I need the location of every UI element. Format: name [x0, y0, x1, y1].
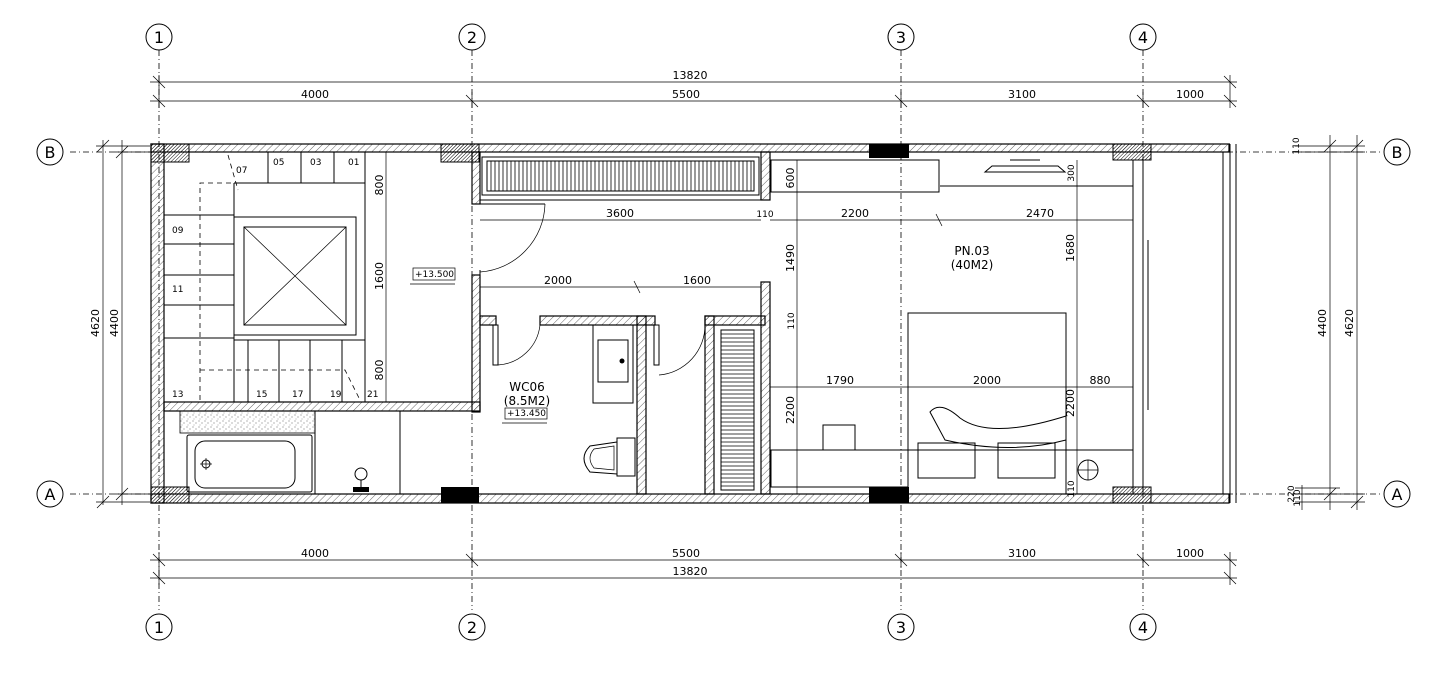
svg-text:A: A: [45, 485, 56, 504]
svg-text:1000: 1000: [1176, 88, 1204, 101]
bottom-dimension-segments: 4000 5500 3100 1000: [150, 547, 1237, 585]
grid-bubble-1-bottom: 1: [145, 613, 173, 641]
grid-bubble-2-top: 2: [458, 23, 486, 51]
svg-text:13: 13: [172, 390, 183, 400]
svg-text:300: 300: [1067, 164, 1077, 181]
svg-text:800: 800: [373, 360, 386, 381]
svg-text:A: A: [1392, 485, 1403, 504]
svg-text:1790: 1790: [826, 374, 854, 387]
svg-text:600: 600: [784, 168, 797, 189]
bathtub-area: [179, 410, 401, 494]
svg-text:4: 4: [1138, 618, 1148, 637]
staircase: 05 03 01 07 09 11 13 15 17 19 21 800 160…: [164, 152, 456, 402]
structural-columns: [150, 143, 1152, 504]
interior-walls: [163, 151, 771, 495]
exterior-walls: [150, 143, 1237, 504]
svg-text:1680: 1680: [1064, 234, 1077, 262]
grid-bubble-1-top: 1: [145, 23, 173, 51]
svg-text:2000: 2000: [973, 374, 1001, 387]
left-dimensions: 4620 4400: [89, 139, 150, 509]
grid-bubble-a-right: A: [1383, 480, 1411, 508]
svg-text:21: 21: [367, 390, 378, 400]
svg-text:03: 03: [310, 158, 321, 168]
svg-text:2000: 2000: [544, 274, 572, 287]
svg-text:1490: 1490: [784, 244, 797, 272]
svg-text:1: 1: [154, 28, 164, 47]
grid-bubble-2-bottom: 2: [458, 613, 486, 641]
svg-text:07: 07: [236, 166, 247, 176]
shower-head-icon: [353, 467, 369, 492]
svg-text:800: 800: [373, 175, 386, 196]
bottom-dimension-total: 13820: [150, 565, 1237, 585]
svg-text:B: B: [1392, 143, 1403, 162]
svg-text:19: 19: [330, 390, 342, 400]
svg-text:2: 2: [467, 618, 477, 637]
svg-text:11: 11: [172, 285, 183, 295]
bedroom: 2200 2470 600 1490 110 2200 300 1680 220…: [770, 159, 1149, 498]
svg-text:(40M2): (40M2): [951, 258, 994, 272]
wc-room: WC06 (8.5M2) +13.450: [492, 324, 706, 477]
grid-bubble-a-left: A: [36, 480, 64, 508]
svg-text:PN.03: PN.03: [954, 244, 989, 258]
svg-text:+13.450: +13.450: [507, 409, 546, 419]
wardrobe: [713, 324, 762, 495]
svg-text:01: 01: [348, 158, 359, 168]
svg-text:4620: 4620: [89, 309, 102, 337]
svg-text:4: 4: [1138, 28, 1148, 47]
svg-text:1600: 1600: [373, 262, 386, 290]
svg-text:(8.5M2): (8.5M2): [504, 394, 550, 408]
svg-text:3100: 3100: [1008, 547, 1036, 560]
svg-text:4000: 4000: [301, 547, 329, 560]
svg-text:05: 05: [273, 158, 284, 168]
grid-bubble-3-bottom: 3: [887, 613, 915, 641]
svg-text:B: B: [45, 143, 56, 162]
svg-text:2200: 2200: [841, 207, 869, 220]
svg-text:5500: 5500: [672, 88, 700, 101]
svg-text:4400: 4400: [1316, 309, 1329, 337]
right-dimensions: 4400 4620 110 220 110: [1287, 135, 1365, 510]
corridor: 3600 110 2000 1600: [479, 156, 774, 294]
svg-text:2: 2: [467, 28, 477, 47]
svg-text:4000: 4000: [301, 88, 329, 101]
svg-text:3100: 3100: [1008, 88, 1036, 101]
svg-text:WC06: WC06: [509, 380, 545, 394]
svg-text:110: 110: [787, 312, 797, 329]
grid-bubble-3-top: 3: [887, 23, 915, 51]
svg-text:09: 09: [172, 226, 184, 236]
svg-text:3: 3: [896, 28, 906, 47]
svg-text:3: 3: [896, 618, 906, 637]
svg-text:880: 880: [1090, 374, 1111, 387]
svg-text:2200: 2200: [1064, 389, 1077, 417]
svg-text:110: 110: [756, 210, 773, 220]
svg-text:13820: 13820: [673, 69, 708, 82]
top-dimension-segments: 4000 5500 3100 1000: [150, 75, 1237, 108]
svg-text:1: 1: [154, 618, 164, 637]
svg-text:3600: 3600: [606, 207, 634, 220]
grid-bubble-4-top: 4: [1129, 23, 1157, 51]
svg-text:1600: 1600: [683, 274, 711, 287]
svg-text:4400: 4400: [108, 309, 121, 337]
grid-bubble-b-right: B: [1383, 138, 1411, 166]
svg-text:13820: 13820: [673, 565, 708, 578]
top-dimension-total: 13820: [150, 69, 1237, 89]
svg-text:+13.500: +13.500: [415, 270, 454, 280]
grid-bubble-4-bottom: 4: [1129, 613, 1157, 641]
svg-text:15: 15: [256, 390, 267, 400]
svg-text:110: 110: [1067, 480, 1077, 497]
svg-text:2200: 2200: [784, 396, 797, 424]
svg-text:17: 17: [292, 390, 303, 400]
svg-text:2470: 2470: [1026, 207, 1054, 220]
svg-text:1000: 1000: [1176, 547, 1204, 560]
grid-bubble-b-left: B: [36, 138, 64, 166]
svg-text:110: 110: [1292, 137, 1302, 154]
svg-text:110: 110: [1293, 489, 1303, 506]
svg-text:5500: 5500: [672, 547, 700, 560]
svg-text:220: 220: [1287, 485, 1297, 502]
svg-text:4620: 4620: [1343, 309, 1356, 337]
